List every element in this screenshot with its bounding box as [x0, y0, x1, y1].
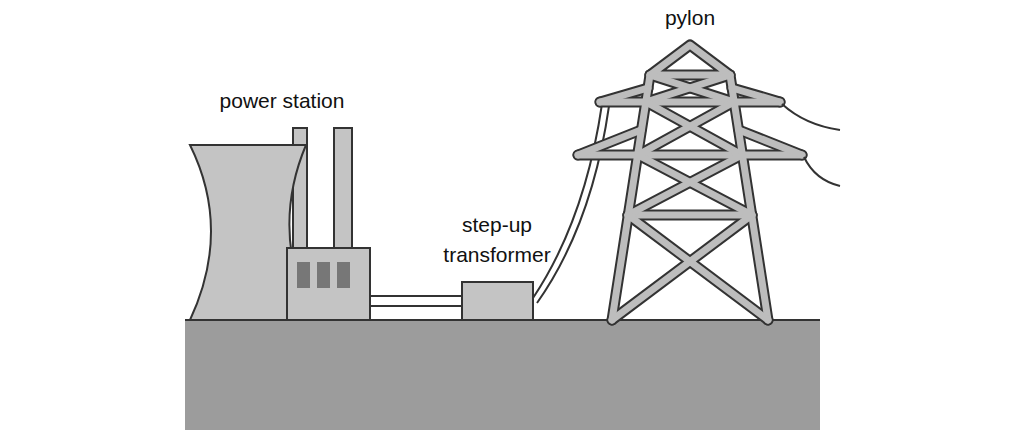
chimney: [334, 128, 352, 250]
power-station-building: [287, 248, 370, 320]
part-label: power station: [182, 86, 382, 116]
ground: [185, 320, 820, 430]
part-label: step-up transformer: [427, 210, 567, 270]
pylon: [578, 45, 802, 320]
part-label: pylon: [630, 3, 750, 33]
transformer-box: [462, 282, 533, 320]
